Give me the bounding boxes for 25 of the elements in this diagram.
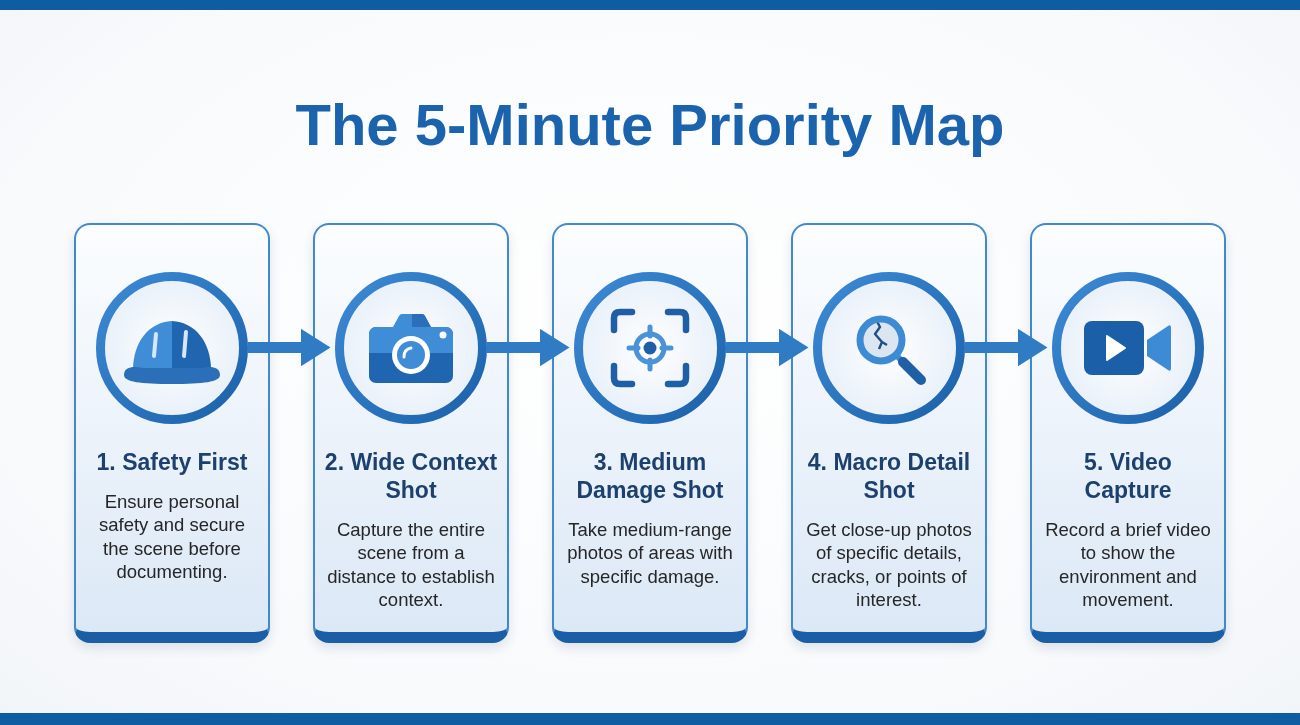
arrow [486,328,570,367]
ring-frame [812,271,965,424]
arrow [964,328,1048,367]
step-title: 5. Video Capture [1083,447,1173,504]
step-description: Take medium-range photos of areas with specific damage. [566,517,734,588]
ring-frame [1051,271,1204,424]
arrow [725,328,809,367]
step-card [74,223,270,643]
step-description: Get close-up photos of specific details, cracks, or points of interest. [805,517,973,612]
step-description: Capture the entire scene from a distance to establish context. [326,517,496,612]
step-title: 4. Macro Detail Shot [806,447,972,504]
ring-frame [95,271,248,424]
step-description: Ensure personal safety and secure the scene before documenting. [97,489,246,584]
step-card [791,223,987,643]
step-title: 1. Safety First [95,447,249,476]
step-description: Record a brief video to show the environment and movement. [1044,517,1212,612]
step-card [1030,223,1226,643]
step-card [313,223,509,643]
ring-frame [334,271,487,424]
title: The 5-Minute Priority Map [294,91,1006,159]
arrow [247,328,331,367]
step-title: 3. Medium Damage Shot [575,447,725,504]
step-card [552,223,748,643]
ring-frame [573,271,726,424]
step-title: 2. Wide Context Shot [323,447,499,504]
